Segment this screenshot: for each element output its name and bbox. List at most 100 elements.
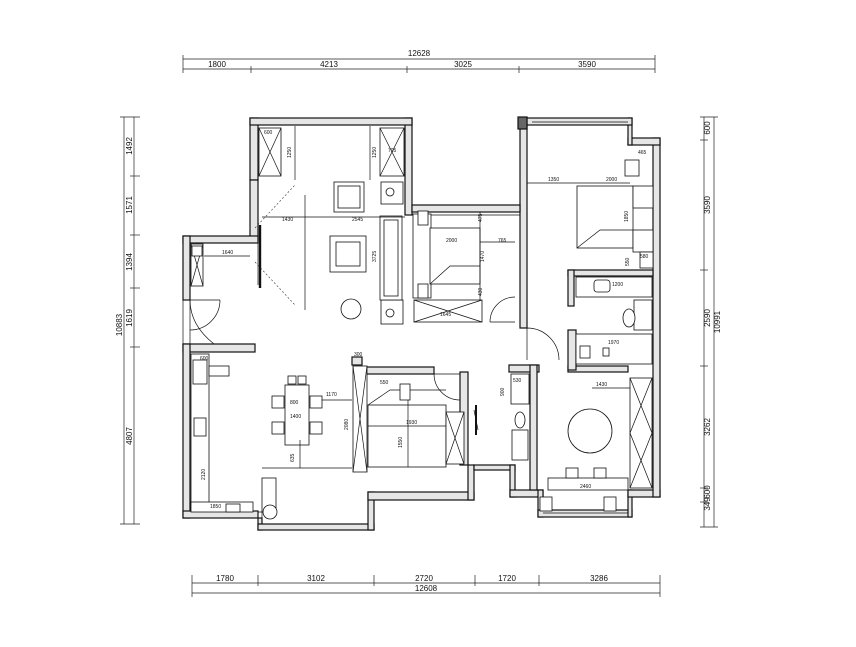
chair-circle-bottom <box>385 308 395 318</box>
desk-study <box>547 477 629 491</box>
label-2000-b: 2000 <box>606 177 617 183</box>
dining-chair-2 <box>271 421 285 435</box>
nightstand-bed3 <box>399 383 411 401</box>
left-dimension-chain: 10883 1492 1571 1394 1619 4807 <box>115 116 140 525</box>
top-dimension-chain: 12628 1800 4213 3025 3590 <box>182 49 656 73</box>
label-1250-a: 1250 <box>287 147 293 158</box>
top-dim-2: 4213 <box>320 60 338 69</box>
master-bath: 1200 1970 <box>575 276 653 365</box>
toilet-master <box>622 308 636 328</box>
bed-2 <box>429 227 481 285</box>
chair-circle-top <box>385 187 395 197</box>
bed-3 <box>367 404 447 468</box>
label-2545: 2545 <box>352 217 363 223</box>
label-1850-b: 1850 <box>210 504 221 510</box>
label-580-a: 580 <box>640 254 649 260</box>
kitchen: 600 2120 1850 <box>190 353 278 520</box>
label-800: 800 <box>290 400 299 406</box>
right-dimension-chain: 600 3590 2590 3262 349 600 10991 <box>700 116 722 528</box>
label-1470: 1470 <box>480 251 486 262</box>
label-2120: 2120 <box>201 469 207 480</box>
round-rug <box>567 408 613 454</box>
label-765: 765 <box>498 238 507 244</box>
label-2000-a: 2000 <box>446 238 457 244</box>
study-chair-2 <box>593 467 607 479</box>
bedroom2-door[interactable] <box>489 296 516 323</box>
label-705: 705 <box>388 148 397 154</box>
second-bath: 530 900 <box>473 373 530 461</box>
left-dim-1: 1492 <box>125 137 134 155</box>
master-bedroom-door[interactable] <box>526 327 560 361</box>
label-1645: 1645 <box>440 312 451 318</box>
label-1850: 1850 <box>624 211 630 222</box>
bedroom3-door[interactable] <box>433 373 461 401</box>
label-900: 900 <box>500 387 506 396</box>
bottom-dim-4: 1720 <box>498 574 516 583</box>
study-chair-1 <box>565 467 579 479</box>
left-dim-3: 1394 <box>125 253 134 271</box>
entry-door[interactable] <box>189 299 220 345</box>
label-1170: 1170 <box>326 392 337 398</box>
sink <box>193 417 207 437</box>
bottom-total-dim: 12608 <box>415 584 438 593</box>
bottom-dim-5: 3286 <box>590 574 608 583</box>
right-dim-5: 349 <box>703 497 712 511</box>
label-550-b: 550 <box>380 380 389 386</box>
master-bed <box>576 185 634 249</box>
bottom-dim-1: 1780 <box>216 574 234 583</box>
label-2080: 2080 <box>344 419 350 430</box>
label-3725: 3725 <box>372 251 378 262</box>
label-600: 600 <box>264 130 273 136</box>
label-465: 465 <box>638 150 647 156</box>
dining-chair-3 <box>309 395 323 409</box>
toilet-second <box>514 411 526 429</box>
label-2460: 2460 <box>580 484 591 490</box>
label-430: 430 <box>478 287 484 296</box>
label-600-b: 600 <box>200 356 209 362</box>
label-300: 300 <box>354 352 363 358</box>
round-stool <box>340 298 362 320</box>
dining-chair-4 <box>309 421 323 435</box>
dining-chair-1 <box>271 395 285 409</box>
label-1430: 1430 <box>282 217 293 223</box>
left-dim-2: 1571 <box>125 196 134 214</box>
bottom-dim-2: 3102 <box>307 574 325 583</box>
third-bedroom: 2080 550 1930 1550 <box>344 365 465 473</box>
label-1350: 1350 <box>548 177 559 183</box>
bottom-dimension-chain: 1780 3102 2720 1720 3286 12608 <box>191 574 661 597</box>
master-bedroom: 1350 2000 465 1850 550 580 <box>526 150 654 361</box>
left-dim-5: 4807 <box>125 427 134 445</box>
washing-machine <box>262 504 278 520</box>
wardrobe-study <box>629 377 653 489</box>
second-bedroom: 2000 765 475 1470 430 1645 <box>412 210 516 323</box>
wardrobe-right <box>639 251 654 269</box>
label-1200: 1200 <box>612 282 623 288</box>
right-dim-4: 3262 <box>703 418 712 436</box>
top-dim-1: 1800 <box>208 60 226 69</box>
bottom-dim-3: 2720 <box>415 574 433 583</box>
left-dim-4: 1619 <box>125 309 134 327</box>
label-1250-b: 1250 <box>372 147 378 158</box>
nightstand-bottom <box>632 229 654 253</box>
label-1550: 1550 <box>398 437 404 448</box>
kitchen-counter-bottom <box>190 501 254 513</box>
right-dim-6: 600 <box>703 485 712 499</box>
label-1430-b: 1430 <box>596 382 607 388</box>
right-dim-1: 600 <box>703 121 712 135</box>
balconies <box>532 121 628 514</box>
label-1970: 1970 <box>608 340 619 346</box>
nightstand-top <box>632 185 654 209</box>
label-475: 475 <box>478 213 484 222</box>
study-room: 1430 2460 <box>539 377 653 512</box>
desk-chair <box>624 159 640 177</box>
label-1400: 1400 <box>290 414 301 420</box>
label-530: 530 <box>513 378 522 384</box>
entry-area: 1640 <box>189 243 250 345</box>
top-total-dim: 12628 <box>408 49 431 58</box>
left-total-dim: 10883 <box>115 313 124 336</box>
right-total-dim: 10991 <box>713 310 722 333</box>
label-1930: 1930 <box>406 420 417 426</box>
living-room: 600 1250 1250 705 3725 1430 2545 <box>254 126 405 325</box>
label-550-a: 550 <box>625 257 631 266</box>
